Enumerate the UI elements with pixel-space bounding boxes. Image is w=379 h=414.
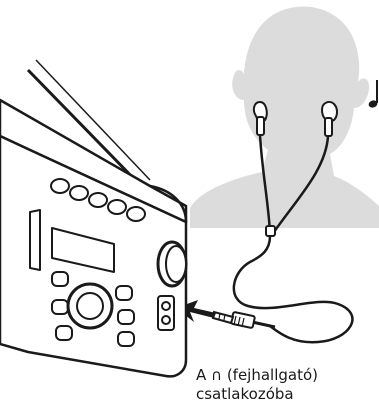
caption-suffix: (fejhallgató) <box>226 366 318 384</box>
top-buttons <box>50 178 146 222</box>
headphone-jack <box>157 295 175 331</box>
caption-prefix: A <box>196 366 207 384</box>
caption-line-1: A ∩ (fejhallgató) <box>196 366 318 385</box>
front-buttons <box>51 271 135 347</box>
music-note-icon <box>368 80 378 108</box>
headphone-icon: ∩ <box>211 366 223 384</box>
radio-device <box>0 59 188 378</box>
earphone-cable <box>232 134 354 344</box>
caption-line-2: csatlakozóba <box>196 385 294 403</box>
right-earbud <box>320 101 338 137</box>
person-silhouette <box>190 6 379 229</box>
left-earbud <box>252 100 268 136</box>
caption: A ∩ (fejhallgató) csatlakozóba <box>196 366 318 404</box>
headphone-plug <box>211 310 276 329</box>
